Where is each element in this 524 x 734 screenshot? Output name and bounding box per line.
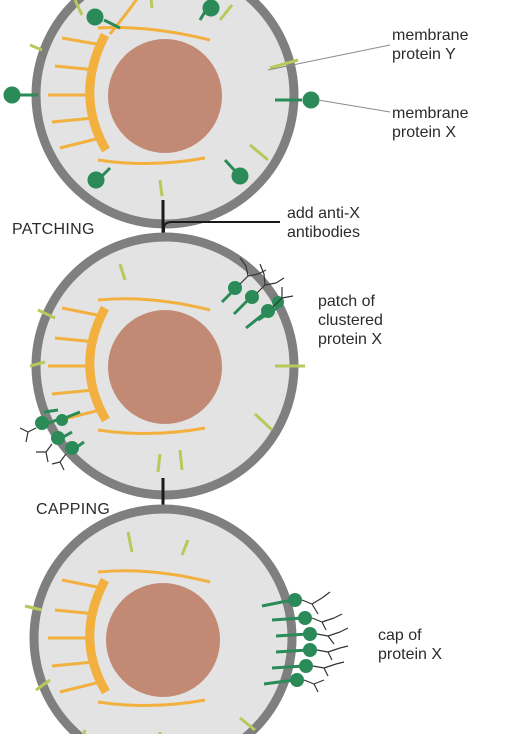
protein-x-group — [3, 0, 320, 189]
protein-x — [86, 8, 104, 26]
protein-x-patch-top — [220, 257, 294, 330]
label-capping: CAPPING — [36, 501, 111, 518]
label-add-antibodies: add anti-X antibodies — [287, 205, 360, 241]
protein-x — [202, 0, 220, 17]
protein-x — [3, 86, 21, 104]
leader-line-x — [317, 99, 391, 113]
protein-x — [302, 91, 320, 109]
protein-x — [51, 431, 65, 445]
protein-y-group — [29, 0, 299, 197]
cytoskeleton — [48, 297, 211, 436]
label-membrane-protein-x: membrane protein X — [392, 105, 469, 141]
cell-2 — [19, 232, 305, 500]
cytoskeleton — [48, 0, 211, 166]
protein-x — [231, 167, 249, 185]
protein-x — [261, 304, 275, 318]
protein-x — [288, 593, 302, 607]
protein-x — [35, 416, 49, 430]
label-cap: cap of protein X — [378, 627, 443, 663]
protein-y-group — [29, 263, 305, 473]
protein-x — [56, 414, 68, 426]
protein-x — [299, 659, 313, 673]
add-antibody-leader — [163, 221, 280, 240]
antibody-group — [239, 257, 294, 308]
antibody-group — [19, 427, 67, 471]
protein-x — [228, 281, 242, 295]
protein-x — [290, 673, 304, 687]
antibody-group — [301, 591, 349, 693]
nucleus — [108, 310, 222, 424]
protein-x — [298, 611, 312, 625]
leader-line-y — [267, 44, 391, 71]
protein-x — [303, 627, 317, 641]
protein-x — [65, 441, 79, 455]
cell-3 — [24, 504, 349, 734]
protein-x-cap — [261, 591, 349, 693]
label-patch: patch of clustered protein X — [318, 293, 383, 348]
protein-y-group — [24, 531, 256, 734]
protein-x — [303, 643, 317, 657]
label-patching: PATCHING — [12, 221, 95, 238]
nucleus — [108, 39, 222, 153]
nucleus — [106, 583, 220, 697]
label-membrane-protein-y: membrane protein Y — [392, 27, 469, 63]
cell-1 — [3, 0, 391, 229]
cytoskeleton — [48, 569, 211, 708]
protein-x — [87, 171, 105, 189]
protein-x — [245, 290, 259, 304]
protein-x-patch-bottom — [19, 408, 85, 471]
